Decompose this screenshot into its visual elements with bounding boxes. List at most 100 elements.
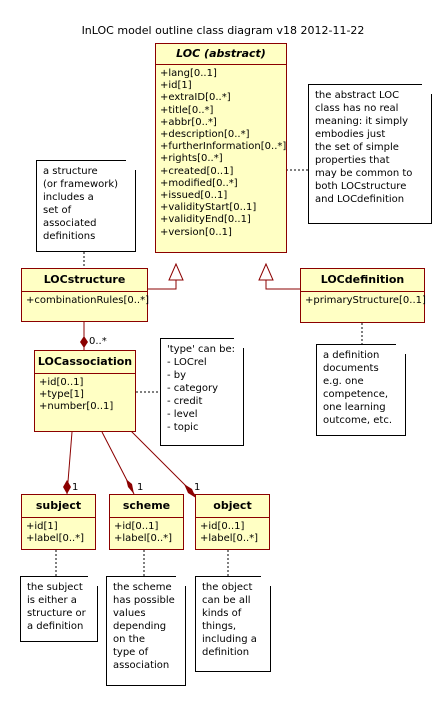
note-structure: a structure (or framework) includes a se…: [36, 160, 136, 252]
class-locstructure-name: LOCstructure: [22, 269, 147, 292]
assoc-subject-diamond: [63, 480, 71, 494]
note-line: can be all: [202, 595, 251, 606]
class-subject-name: subject: [22, 495, 95, 518]
note-line: type of: [113, 647, 149, 658]
note-line: - category: [167, 383, 218, 394]
multiplicity-scheme: 1: [137, 482, 144, 493]
class-scheme: scheme +id[0..1] +label[0..*]: [109, 494, 184, 550]
note-line: associated: [43, 218, 97, 229]
note-line: the object: [202, 582, 253, 593]
class-object-name: object: [196, 495, 269, 518]
attr: +description[0..*]: [160, 129, 250, 141]
note-line: a definition: [323, 350, 380, 361]
multiplicity-object: 1: [194, 482, 201, 493]
note-object: the object can be all kinds of things, i…: [195, 576, 271, 672]
note-line: - level: [167, 409, 198, 420]
note-line: the abstract LOC: [315, 90, 400, 101]
note-line: 'type' can be:: [167, 344, 236, 355]
note-fold: [126, 160, 136, 170]
attr: +rights[0..*]: [160, 153, 223, 165]
assoc-scheme-diamond: [126, 479, 134, 494]
class-loc: LOC (abstract) +lang[0..1] +id[1] +extra…: [155, 43, 287, 253]
note-line: - credit: [167, 396, 203, 407]
note-fold: [88, 576, 98, 586]
attr: +label[0..*]: [114, 533, 173, 545]
class-locassociation-attrs: +id[0..1] +type[1] +number[0..1]: [35, 374, 135, 417]
attr: +abbr[0..*]: [160, 116, 217, 128]
class-locassociation: LOCassociation +id[0..1] +type[1] +numbe…: [34, 350, 136, 432]
note-line: (or framework): [43, 179, 119, 190]
multiplicity-assoc: 0..*: [89, 336, 107, 347]
note-line: may be common to: [315, 168, 413, 179]
attr: +id[1]: [160, 80, 192, 92]
note-line: is either a: [27, 595, 77, 606]
generalization-arrow-structure: [168, 262, 184, 281]
attr: +title[0..*]: [160, 104, 214, 116]
note-line: outcome, etc.: [323, 415, 392, 426]
class-loc-name: LOC (abstract): [156, 44, 286, 65]
assoc-object-diamond: [184, 484, 196, 498]
class-locstructure: LOCstructure +combinationRules[0..*]: [21, 268, 149, 322]
attr: +id[0..1]: [200, 521, 245, 532]
note-line: the subject: [27, 582, 83, 593]
note-line: properties that: [315, 155, 390, 166]
note-fold: [176, 576, 186, 586]
multiplicity-subject: 1: [72, 482, 79, 493]
note-line: - topic: [167, 422, 199, 433]
attr: +modified[0..*]: [160, 177, 238, 189]
attr: +label[0..*]: [200, 533, 259, 545]
note-line: structure or: [27, 608, 86, 619]
note-line: - by: [167, 370, 187, 381]
note-line: - LOCrel: [167, 357, 207, 368]
note-line: competence,: [323, 389, 389, 400]
attr: +validityEnd[0..1]: [160, 214, 251, 226]
class-locstructure-attrs: +combinationRules[0..*]: [22, 292, 149, 310]
class-subject-attrs: +id[1] +label[0..*]: [22, 518, 95, 548]
class-scheme-attrs: +id[0..1] +label[0..*]: [110, 518, 183, 548]
note-line: embodies just: [315, 129, 386, 140]
class-subject: subject +id[1] +label[0..*]: [21, 494, 96, 550]
note-subject: the subject is either a structure or a d…: [20, 576, 98, 642]
class-locdefinition-attrs: +primaryStructure[0..1]: [301, 292, 426, 310]
attr: +primaryStructure[0..1]: [305, 295, 426, 306]
attr: +id[0..1]: [114, 521, 159, 532]
note-line: the scheme: [113, 582, 172, 593]
note-scheme: the scheme has possible values depending…: [106, 576, 186, 686]
attr: +combinationRules[0..*]: [26, 295, 149, 306]
note-line: one learning: [323, 402, 386, 413]
note-line: and LOCdefinition: [315, 194, 405, 205]
class-object: object +id[0..1] +label[0..*]: [195, 494, 270, 550]
generalization-arrow-definition: [258, 262, 274, 281]
note-line: both LOCstructure: [315, 181, 407, 192]
class-object-attrs: +id[0..1] +label[0..*]: [196, 518, 269, 548]
note-fold: [396, 344, 406, 354]
class-loc-attrs: +lang[0..1] +id[1] +extraID[0..*] +title…: [156, 65, 286, 242]
note-line: association: [113, 660, 170, 671]
note-line: documents: [323, 363, 379, 374]
note-line: class has no real: [315, 103, 399, 114]
diagram-title: InLOC model outline class diagram v18 20…: [81, 24, 365, 37]
note-line: definition: [202, 647, 250, 658]
attr: +issued[0..1]: [160, 190, 228, 202]
attr: +validityStart[0..1]: [160, 202, 257, 214]
note-fold: [234, 338, 244, 348]
note-line: e.g. one: [323, 376, 364, 387]
attr: +extraID[0..*]: [160, 92, 231, 104]
note-type: 'type' can be: - LOCrel - by - category …: [160, 338, 244, 446]
note-fold: [261, 576, 271, 586]
class-scheme-name: scheme: [110, 495, 183, 518]
note-line: the set of simple: [315, 142, 399, 153]
attr: +furtherInformation[0..*]: [160, 141, 287, 153]
note-line: depending: [113, 621, 167, 632]
attr: +id[1]: [26, 521, 58, 532]
attr: +created[0..1]: [160, 165, 234, 177]
note-line: including a: [202, 634, 257, 645]
attr: +label[0..*]: [26, 533, 85, 545]
note-line: meaning: it simply: [315, 116, 409, 127]
attr: +id[0..1]: [39, 377, 84, 388]
note-line: has possible: [113, 595, 175, 606]
attr: +number[0..1]: [39, 401, 114, 413]
note-line: a definition: [27, 621, 84, 632]
note-definition: a definition documents e.g. one competen…: [316, 344, 406, 436]
attr: +version[0..1]: [160, 226, 232, 238]
